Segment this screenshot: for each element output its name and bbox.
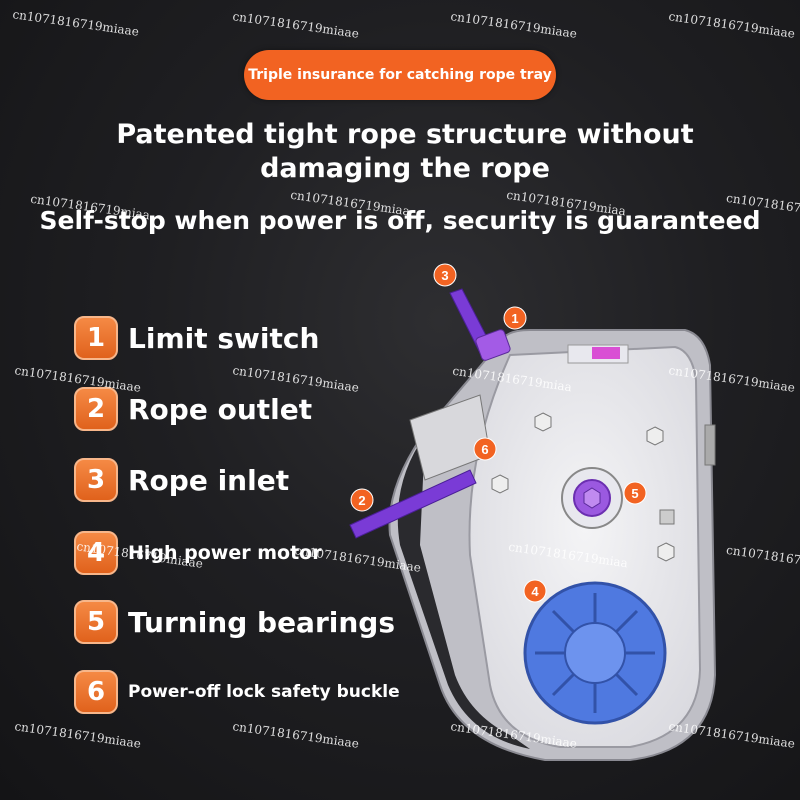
marker-5: 5 bbox=[623, 481, 647, 505]
marker-6: 6 bbox=[473, 437, 497, 461]
small-bracket bbox=[659, 509, 675, 525]
watermark: cn10718167 bbox=[725, 542, 800, 568]
feature-label: Limit switch bbox=[128, 321, 320, 355]
feature-badge: 3 bbox=[74, 458, 118, 502]
feature-badge: 2 bbox=[74, 387, 118, 431]
marker-3-text: 3 bbox=[441, 268, 448, 283]
marker-1: 1 bbox=[503, 306, 527, 330]
rope-outlet-rod bbox=[349, 469, 477, 539]
feature-item-4: 4 High power motor bbox=[74, 530, 322, 576]
motor-fins bbox=[535, 593, 655, 713]
feature-badge: 1 bbox=[74, 316, 118, 360]
top-pill-banner: Triple insurance for catching rope tray bbox=[244, 50, 556, 100]
feature-item-2: 2 Rope outlet bbox=[74, 386, 312, 432]
headline-secondary: Self-stop when power is off, security is… bbox=[39, 206, 761, 235]
feature-item-3: 3 Rope inlet bbox=[74, 457, 289, 503]
feature-label: Rope inlet bbox=[128, 463, 290, 497]
hex-nut bbox=[657, 542, 675, 562]
feature-badge: 4 bbox=[74, 531, 118, 575]
marker-2-text: 2 bbox=[358, 493, 365, 508]
marker-4: 4 bbox=[523, 579, 547, 603]
feature-label: Power-off lock safety buckle bbox=[128, 682, 400, 702]
feature-item-1: 1 Limit switch bbox=[74, 315, 319, 361]
marker-1-text: 1 bbox=[511, 311, 518, 326]
marker-4-text: 4 bbox=[531, 584, 539, 599]
side-clip bbox=[704, 424, 716, 466]
hex-nut bbox=[646, 426, 664, 446]
shell-side-dark bbox=[397, 435, 530, 749]
rope-inlet-fitting bbox=[475, 329, 511, 361]
watermark: cn1071816719miaae bbox=[667, 9, 796, 41]
watermark: cn1071816719miaae bbox=[231, 9, 360, 41]
feature-label: High power motor bbox=[128, 542, 322, 564]
watermark: cn1071816719miaae bbox=[11, 7, 140, 39]
marker-3: 3 bbox=[433, 263, 457, 287]
hex-nut bbox=[534, 412, 552, 432]
feature-label: Rope outlet bbox=[128, 392, 313, 426]
marker-6-text: 6 bbox=[481, 442, 488, 457]
feature-label: Turning bearings bbox=[128, 605, 395, 639]
marker-2: 2 bbox=[350, 488, 374, 512]
headline-primary: Patented tight rope structure without da… bbox=[116, 119, 694, 184]
feature-item-5: 5 Turning bearings bbox=[74, 599, 395, 645]
hex-nut bbox=[491, 474, 509, 494]
bearing-hex bbox=[583, 487, 601, 509]
feature-badge: 5 bbox=[74, 600, 118, 644]
top-pill-text: Triple insurance for catching rope tray bbox=[248, 67, 552, 83]
watermark: cn1071816719miaae bbox=[13, 719, 142, 751]
marker-5-text: 5 bbox=[631, 486, 638, 501]
watermark: cn1071816719miaae bbox=[449, 9, 578, 41]
feature-badge: 6 bbox=[74, 670, 118, 714]
feature-item-6: 6 Power-off lock safety buckle bbox=[74, 669, 400, 715]
limit-switch-pink bbox=[592, 347, 620, 359]
rope-tray-device-illustration: 1 2 3 4 5 6 bbox=[349, 263, 717, 761]
